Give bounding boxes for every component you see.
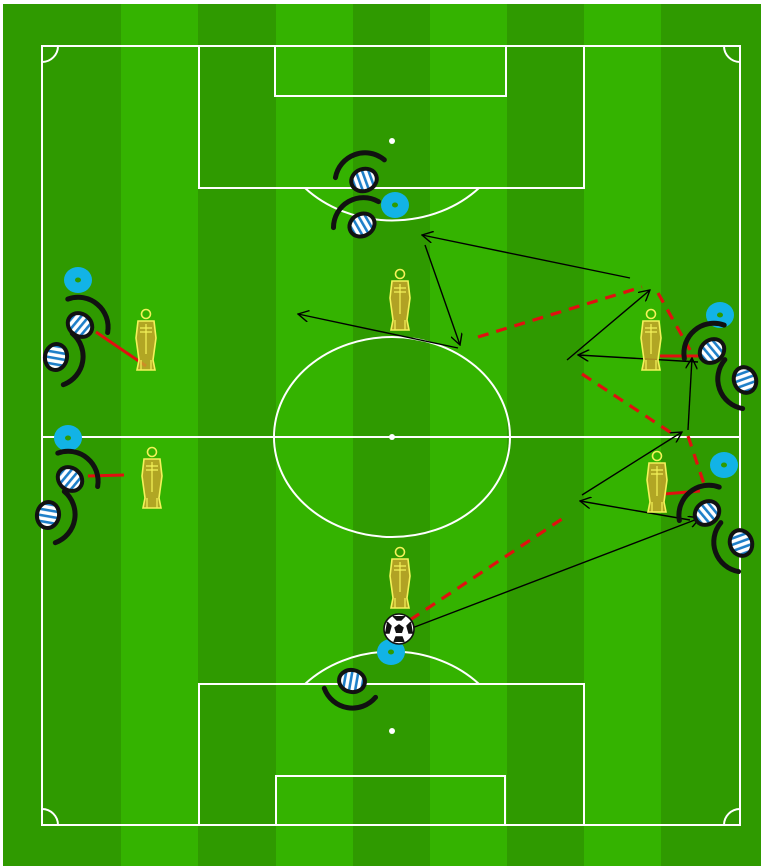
bottom-penalty-spot — [389, 728, 395, 734]
top-penalty-spot — [389, 138, 395, 144]
center-spot — [389, 434, 395, 440]
link-line — [88, 475, 124, 476]
grass-stripe — [276, 4, 353, 866]
soccer-ball-icon — [384, 614, 414, 644]
cone-icon — [710, 452, 738, 478]
grass-stripe — [121, 4, 198, 866]
grass-stripe — [430, 4, 507, 866]
cone-icon — [54, 425, 82, 451]
grass-stripe — [584, 4, 661, 866]
cone-icon — [64, 267, 92, 293]
grass-stripes — [3, 4, 761, 866]
cone-icon — [381, 192, 409, 218]
